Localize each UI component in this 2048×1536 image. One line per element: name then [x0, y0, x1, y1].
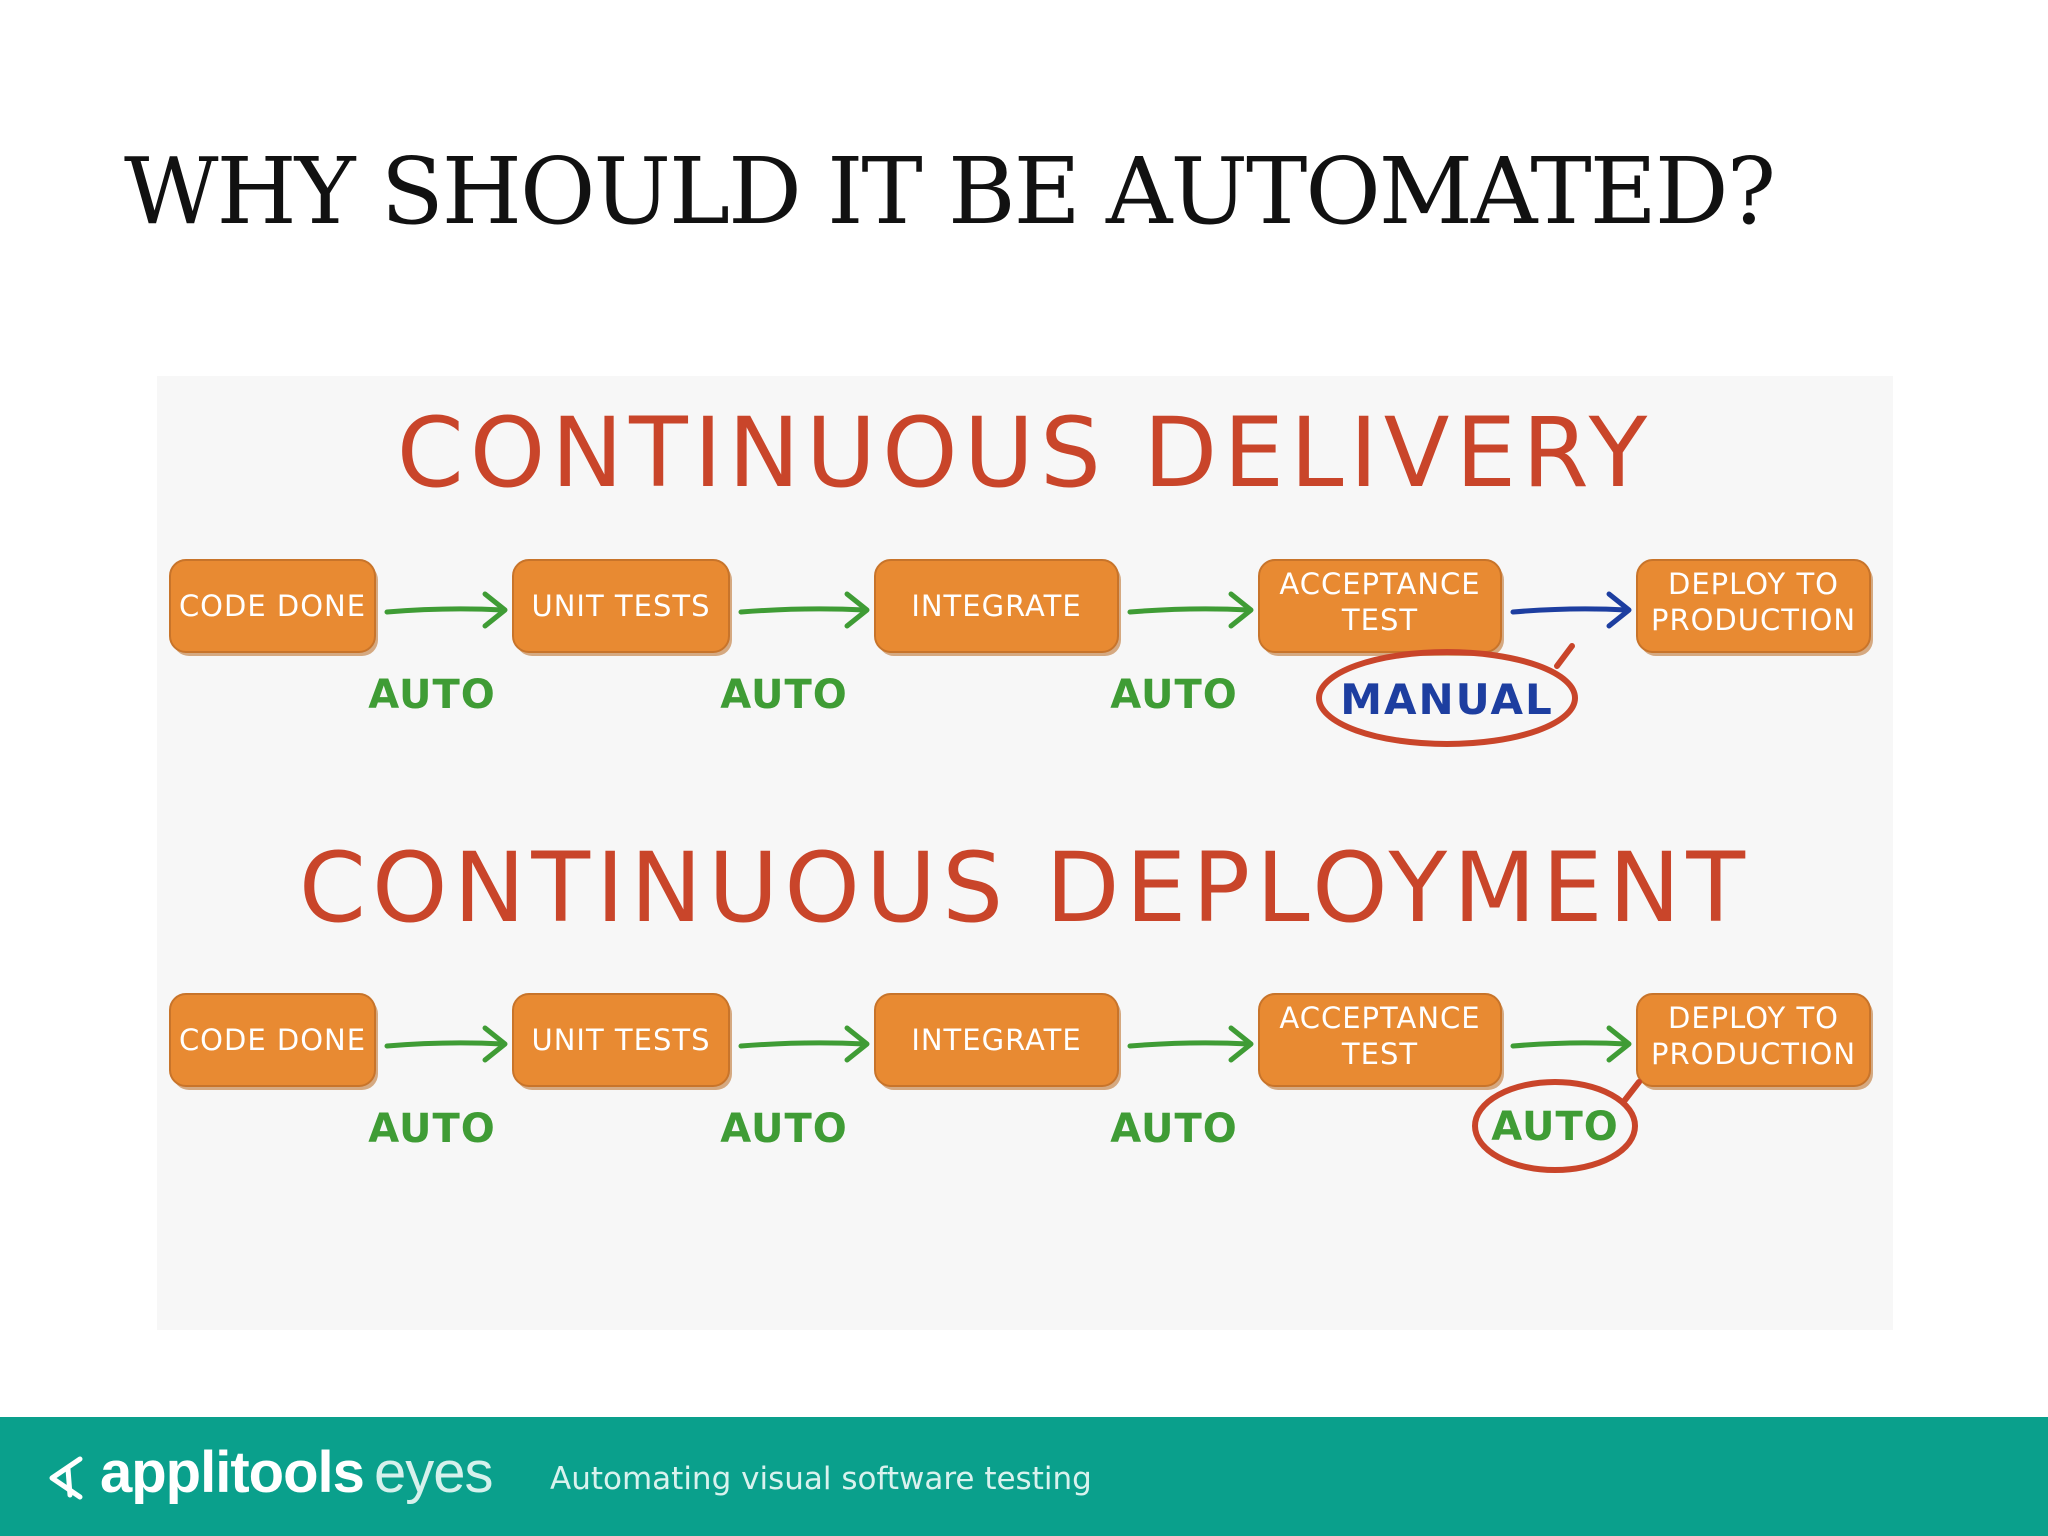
step-label-line: DEPLOY TO [1668, 1001, 1839, 1035]
transition-arrow-line [1127, 606, 1252, 615]
step-box [874, 993, 1119, 1087]
highlight-circle-tail [1554, 643, 1575, 669]
transition-auto: AUTO [720, 1025, 870, 1152]
transition-arrow-line [1510, 1040, 1630, 1049]
transition-label: AUTO [368, 1106, 496, 1152]
transition-arrowhead [844, 1025, 870, 1063]
transition-arrowhead [482, 1025, 508, 1063]
step-box [169, 559, 376, 653]
step-box [874, 559, 1119, 653]
footer-tagline: Automating visual software testing [550, 1461, 1092, 1497]
step-label-line: DEPLOY TO [1668, 567, 1839, 601]
manual-highlight-circle [1316, 649, 1578, 747]
footer-brand-product: eyes [374, 1440, 494, 1505]
section-heading: CONTINUOUS DEPLOYMENT [299, 832, 1751, 944]
transition-auto: AUTO [1110, 1025, 1254, 1152]
step-unit-tests: UNIT TESTS [512, 993, 732, 1090]
step-code-done: CODE DONE [169, 559, 378, 656]
transition-label: MANUAL [1340, 675, 1554, 724]
transition-arrowhead [844, 591, 870, 629]
transition-arrowhead [1606, 1025, 1632, 1063]
transition-arrow-line [738, 1040, 868, 1049]
step-label: UNIT TESTS [532, 1023, 711, 1057]
transition-arrowhead [1228, 591, 1254, 629]
transition-label: AUTO [720, 672, 848, 718]
step-label-line: TEST [1341, 603, 1418, 637]
pipeline-continuous-delivery: CONTINUOUS DELIVERY CODE DONE UNIT TESTS IN… [169, 397, 1873, 747]
step-box [1636, 559, 1871, 653]
pipeline-diagram: CONTINUOUS DELIVERY CODE DONE UNIT TESTS IN… [157, 376, 1893, 1330]
step-box [1258, 993, 1502, 1087]
transition-auto: AUTO [368, 1025, 508, 1152]
step-box [1636, 993, 1871, 1087]
transition-arrow-line [384, 606, 506, 615]
step-label-line: PRODUCTION [1651, 603, 1856, 637]
footer-bar: applitools eyes Automating visual softwa… [0, 1417, 2048, 1536]
step-label-line: PRODUCTION [1651, 1037, 1856, 1071]
step-label: CODE DONE [179, 1023, 366, 1057]
transition-arrow-line [1127, 1040, 1252, 1049]
step-box [512, 993, 730, 1087]
section-heading: CONTINUOUS DELIVERY [397, 397, 1654, 509]
step-label-line: TEST [1341, 1037, 1418, 1071]
step-label: UNIT TESTS [532, 589, 711, 623]
pipeline-continuous-deployment: CONTINUOUS DEPLOYMENT CODE DONE UNIT TESTS… [169, 832, 1873, 1173]
transition-auto: AUTO [1110, 591, 1254, 718]
transition-label: AUTO [1110, 672, 1238, 718]
step-unit-tests: UNIT TESTS [512, 559, 732, 656]
transition-arrow-line [1510, 606, 1630, 615]
step-integrate: INTEGRATE [874, 993, 1121, 1090]
step-label-line: ACCEPTANCE [1279, 567, 1480, 601]
transition-arrowhead [482, 591, 508, 629]
step-label: INTEGRATE [911, 1023, 1081, 1057]
step-code-done: CODE DONE [169, 993, 378, 1090]
transition-auto: AUTO [368, 591, 508, 718]
footer-brand-name: applitools [100, 1440, 365, 1505]
step-box [169, 993, 376, 1087]
transition-label: AUTO [368, 672, 496, 718]
step-box [1258, 559, 1502, 653]
step-label-line: ACCEPTANCE [1279, 1001, 1480, 1035]
transition-arrowhead [1228, 1025, 1254, 1063]
transition-label: AUTO [1110, 1106, 1238, 1152]
transition-manual: MANUAL [1316, 591, 1632, 747]
transition-auto: AUTO [720, 591, 870, 718]
transition-arrowhead [1606, 591, 1632, 629]
step-label: CODE DONE [179, 589, 366, 623]
slide-title: WHY SHOULD IT BE AUTOMATED? [124, 138, 1776, 245]
step-integrate: INTEGRATE [874, 559, 1121, 656]
step-box [512, 559, 730, 653]
applitools-logo-icon [49, 1456, 83, 1500]
transition-label: AUTO [1491, 1104, 1619, 1150]
step-label: INTEGRATE [911, 589, 1081, 623]
transition-arrow-line [384, 1040, 506, 1049]
transition-arrow-line [738, 606, 868, 615]
auto-highlight-circle [1472, 1079, 1638, 1173]
transition-auto: AUTO [1472, 1025, 1642, 1173]
pipeline-diagram-svg: CONTINUOUS DELIVERY CODE DONE UNIT TESTS IN… [169, 397, 1873, 1173]
highlight-circle-tail [1622, 1079, 1642, 1103]
transition-label: AUTO [720, 1106, 848, 1152]
